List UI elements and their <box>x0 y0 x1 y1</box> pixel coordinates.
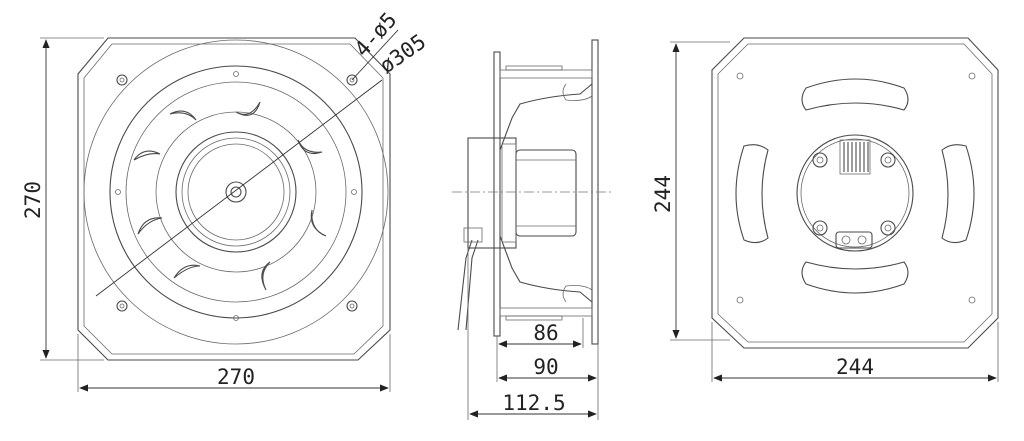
cable <box>457 239 473 331</box>
rear-frame-outline <box>711 37 999 349</box>
impeller-outer <box>155 111 317 273</box>
hub-ring <box>181 137 291 247</box>
dim-112-label: 112.5 <box>502 391 565 415</box>
hub-ring-inner <box>187 143 285 241</box>
hub-outer <box>175 131 297 253</box>
inlet-ring-outer <box>83 39 389 345</box>
rear-height-label: 244 <box>651 175 675 213</box>
connector <box>835 231 873 249</box>
slot-left <box>735 144 769 244</box>
front-frame-outline <box>77 37 391 361</box>
slot-bottom <box>801 261 909 294</box>
rear-frame-inner <box>717 43 993 343</box>
hole-leader <box>351 29 399 81</box>
side-view: 86 90 112.5 <box>452 39 612 420</box>
rear-flange <box>493 51 501 337</box>
inlet-ring-inner <box>125 81 347 303</box>
inlet-ring <box>109 65 363 319</box>
slot-top <box>801 78 909 111</box>
motor-screws <box>812 152 896 236</box>
mounting-holes <box>115 71 358 321</box>
heatsink <box>839 139 871 175</box>
front-frame-inner <box>83 43 384 355</box>
shaft-inner <box>230 186 242 198</box>
motor-back <box>796 134 914 252</box>
motor-body <box>515 149 577 237</box>
rotor-hub <box>467 137 517 249</box>
front-height-label: 270 <box>21 181 45 219</box>
rear-width-label: 244 <box>836 355 874 379</box>
front-view: 270 270 4-ø5 ø305 <box>21 8 430 392</box>
shaft-outer <box>225 181 247 203</box>
impeller-blades <box>133 101 327 291</box>
impeller-profile-top <box>499 83 593 151</box>
front-width-label: 270 <box>217 365 255 389</box>
impeller-profile-bottom <box>499 235 593 303</box>
dim-90-label: 90 <box>533 355 558 379</box>
rear-view: 244 244 <box>651 37 999 382</box>
rear-mounting-holes <box>736 72 976 304</box>
dim-86-label: 86 <box>533 321 558 345</box>
slot-right <box>941 144 975 244</box>
diameter-leader <box>95 79 383 297</box>
